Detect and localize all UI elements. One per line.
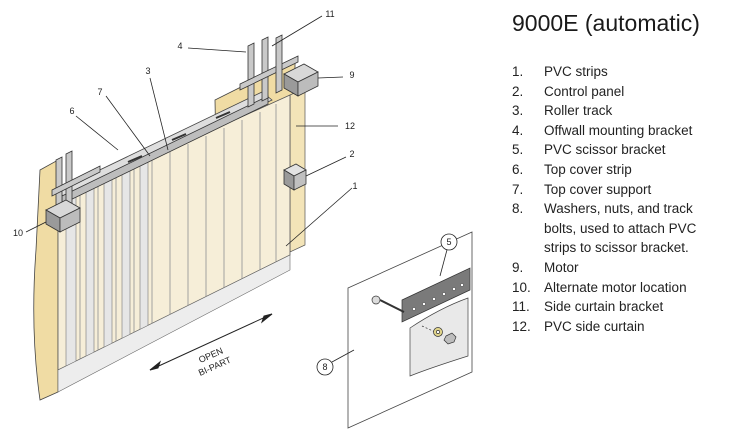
motor (283, 63, 319, 97)
parts-legend: 1.PVC strips 2.Control panel 3.Roller tr… (512, 62, 724, 336)
open-bipart-arrow (149, 313, 273, 371)
callout-7: 7 (97, 87, 102, 97)
callout-9: 9 (349, 70, 354, 80)
left-mounting-bracket (51, 150, 101, 216)
callout-10: 10 (13, 228, 23, 238)
legend-item: 1.PVC strips (512, 64, 608, 79)
callout-2: 2 (349, 149, 354, 159)
callout-6: 6 (69, 106, 74, 116)
legend-item: 6.Top cover strip (512, 161, 632, 177)
callout-3: 3 (145, 66, 150, 76)
legend-item: 8.Washers, nuts, and track bolts, used t… (512, 201, 697, 256)
legend-item: 4.Offwall mounting bracket (512, 122, 693, 138)
legend-item: 9.Motor (512, 259, 579, 275)
top-cover-supports (127, 111, 231, 163)
right-mounting-bracket (239, 34, 299, 108)
track-bolt-detail (371, 295, 405, 313)
legend-item: 7.Top cover support (512, 181, 652, 197)
callout-5-bubble: 5 (440, 233, 458, 251)
washer-nut-detail (421, 325, 457, 345)
legend-item: 2.Control panel (512, 83, 625, 99)
left-wall (33, 159, 59, 401)
legend-item: 12.PVC side curtain (512, 318, 645, 334)
callout-11: 11 (325, 9, 334, 19)
alternate-motor (45, 199, 81, 233)
callout-8: 8 (322, 362, 327, 372)
callout-5: 5 (446, 237, 451, 247)
legend-item: 10.Alternate motor location (512, 279, 687, 295)
callout-8-bubble: 8 (316, 358, 334, 376)
legend-item: 3.Roller track (512, 103, 613, 119)
control-panel (283, 163, 307, 191)
callout-1: 1 (352, 181, 357, 191)
leader-lines (25, 15, 449, 363)
diagram-title: 9000E (automatic) (512, 10, 700, 36)
legend-item: 5.PVC scissor bracket (512, 142, 666, 158)
callout-4: 4 (177, 41, 182, 51)
callout-12: 12 (345, 121, 355, 131)
pvc-strips (57, 94, 291, 393)
scissor-bracket-detail (401, 267, 471, 377)
legend-item: 11.Side curtain bracket (512, 299, 664, 315)
